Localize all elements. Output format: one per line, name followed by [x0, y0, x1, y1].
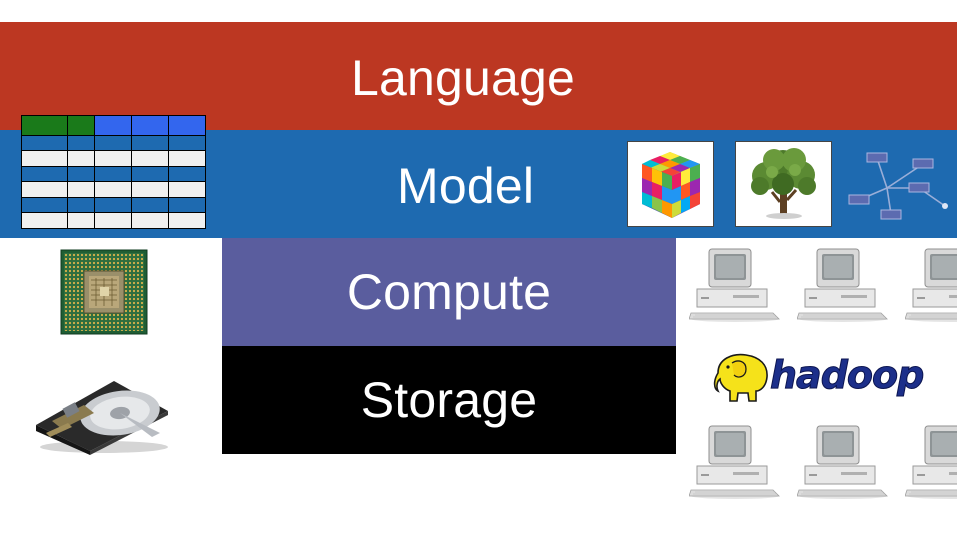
- compute-layer-label: Compute: [346, 264, 552, 320]
- storage-layer: Storage: [222, 346, 676, 454]
- desktop-computer-icon: [904, 420, 957, 500]
- table-icon: [21, 115, 206, 229]
- hadoop-wordmark: hadoop: [769, 353, 924, 398]
- language-layer-label: Language: [351, 50, 576, 106]
- desktop-computer-icon: [796, 420, 889, 500]
- hard-drive-icon: [32, 375, 172, 455]
- language-layer: Language: [0, 22, 957, 130]
- tree-icon: [735, 141, 832, 227]
- network-graph-icon: [845, 150, 955, 225]
- compute-layer: Compute: [222, 238, 676, 346]
- desktop-computer-icon: [796, 243, 889, 323]
- model-layer-label: Model: [397, 158, 535, 214]
- desktop-computer-icon: [688, 243, 781, 323]
- hadoop-logo: hadoop: [712, 349, 952, 405]
- rubiks-cube-icon: [627, 141, 714, 227]
- desktop-computer-icon: [688, 420, 781, 500]
- desktop-computer-icon: [904, 243, 957, 323]
- hadoop-elephant-logo: [713, 353, 768, 402]
- cpu-chip-icon: [60, 249, 148, 335]
- storage-layer-label: Storage: [360, 372, 538, 428]
